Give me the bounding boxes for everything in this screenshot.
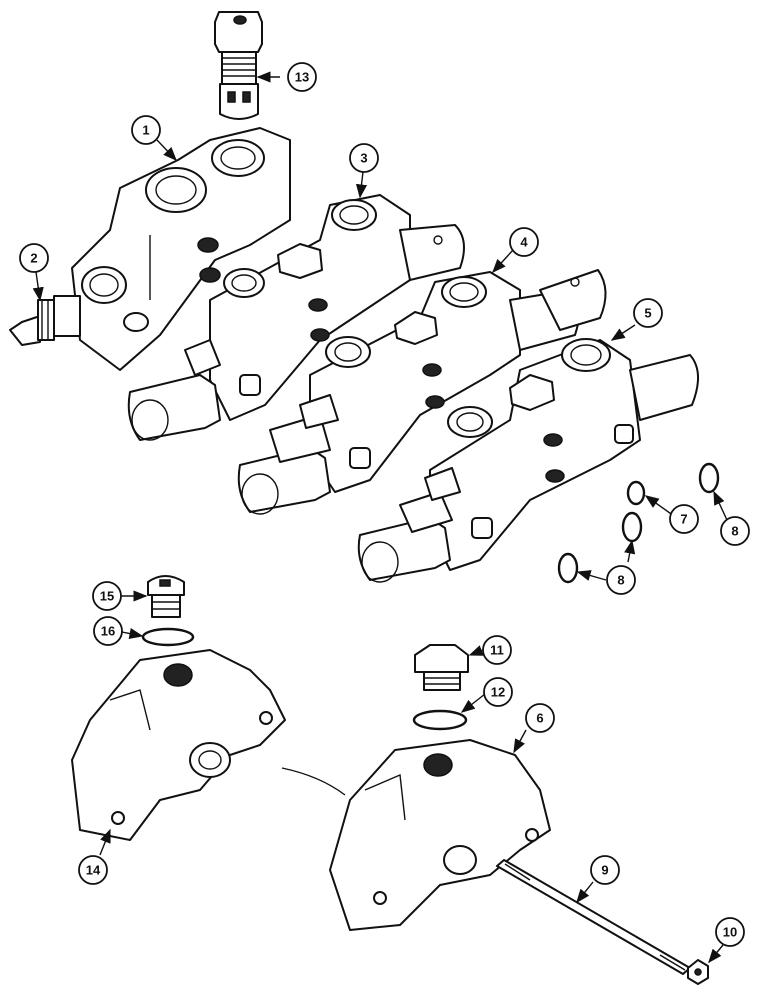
callout-1: 1 (131, 115, 161, 145)
control-section-2 (237, 269, 607, 515)
callout-16-label: 16 (101, 624, 115, 639)
callout-2: 2 (19, 243, 49, 273)
plug-15 (147, 575, 185, 618)
callout-8a: 8 (720, 516, 750, 546)
callout-13-label: 13 (295, 70, 309, 85)
o-ring-8-middle (621, 511, 643, 543)
o-ring-12 (412, 709, 468, 731)
callout-3: 3 (349, 143, 379, 173)
callout-12: 12 (483, 677, 513, 707)
control-section-3 (357, 338, 699, 583)
callout-15: 15 (92, 581, 122, 611)
callout-9: 9 (590, 855, 620, 885)
end-cover-14 (71, 649, 286, 841)
callout-5: 5 (633, 298, 663, 328)
callout-4-label: 4 (520, 235, 528, 250)
callout-7-label: 7 (680, 512, 687, 527)
plug-11 (414, 644, 469, 691)
callout-3-label: 3 (360, 151, 367, 166)
end-cover-6 (329, 739, 551, 931)
callout-6: 6 (525, 703, 555, 733)
callout-7: 7 (669, 504, 699, 534)
callout-6-label: 6 (536, 711, 543, 726)
callout-5-label: 5 (644, 306, 651, 321)
connector-curve (281, 767, 346, 796)
callout-14-label: 14 (86, 863, 101, 878)
callout-8b: 8 (606, 565, 636, 595)
callout-4: 4 (509, 227, 539, 257)
leader-lines (32, 71, 728, 964)
callout-8a-label: 8 (731, 524, 738, 539)
o-ring-8-upper (698, 462, 720, 494)
callout-12-label: 12 (491, 685, 505, 700)
inlet-section (71, 127, 291, 371)
callout-11: 11 (482, 635, 512, 665)
plug-fitting (9, 295, 81, 346)
callout-9-label: 9 (601, 863, 608, 878)
callout-13: 13 (287, 62, 317, 92)
callout-10: 10 (715, 917, 745, 947)
callout-10-label: 10 (723, 925, 737, 940)
callout-16: 16 (93, 616, 123, 646)
callout-2-label: 2 (30, 251, 37, 266)
callout-8b-label: 8 (617, 573, 624, 588)
callout-14: 14 (78, 855, 108, 885)
o-ring-7 (626, 480, 646, 506)
callout-1-label: 1 (142, 123, 149, 138)
o-ring-16 (141, 627, 195, 647)
callout-11-label: 11 (490, 643, 504, 658)
relief-valve-cartridge (214, 11, 263, 120)
callout-15-label: 15 (100, 589, 114, 604)
o-ring-8-lower (557, 552, 579, 584)
control-section-1 (127, 194, 465, 441)
